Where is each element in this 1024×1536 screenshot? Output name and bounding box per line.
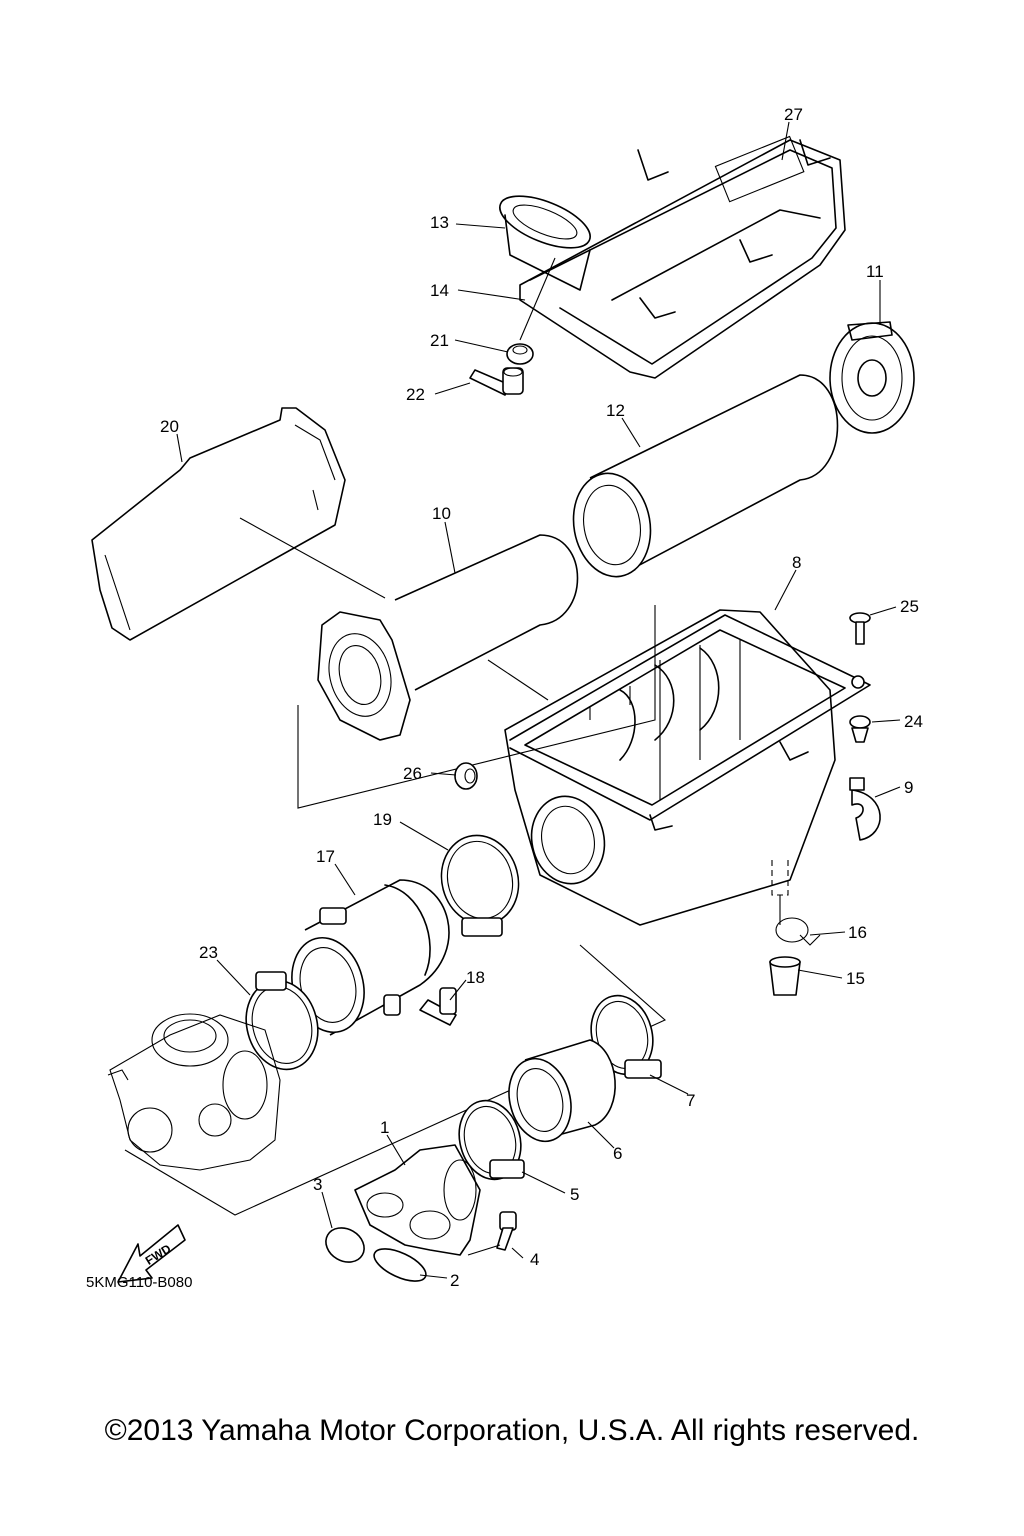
callout-2: 2 [450, 1271, 459, 1290]
carburetor-joint-1 [354, 1144, 481, 1256]
callout-15: 15 [846, 969, 865, 988]
callout-24: 24 [904, 712, 923, 731]
callout-21: 21 [430, 331, 449, 350]
case-outlet [530, 795, 606, 885]
callout-12: 12 [606, 401, 625, 420]
band-19 [440, 834, 520, 937]
grommet-21 [506, 343, 534, 365]
callout-27: 27 [784, 105, 803, 124]
callout-labels: 27 13 14 11 21 22 12 20 10 8 25 24 26 9 … [160, 105, 923, 1290]
callout-1: 1 [380, 1118, 389, 1137]
callout-11: 11 [866, 262, 884, 281]
element-cap-11 [829, 321, 915, 434]
callout-8: 8 [792, 553, 801, 572]
callout-16: 16 [848, 923, 867, 942]
callout-18: 18 [466, 968, 485, 987]
spring-16 [775, 917, 821, 946]
bolt-4 [496, 1211, 517, 1251]
side-shield-20 [91, 407, 346, 641]
cap-15 [769, 956, 801, 996]
band-5 [458, 1099, 525, 1181]
o-ring-2 [373, 1248, 427, 1282]
callout-19: 19 [373, 810, 392, 829]
callout-3: 3 [313, 1175, 322, 1194]
leader-lines [176, 121, 901, 1279]
callout-6: 6 [613, 1144, 622, 1163]
nut-24 [849, 715, 871, 743]
callout-7: 7 [686, 1091, 695, 1110]
callout-25: 25 [900, 597, 919, 616]
screw-25 [849, 612, 871, 645]
callout-20: 20 [160, 417, 179, 436]
callout-9: 9 [904, 778, 913, 797]
callout-13: 13 [430, 213, 449, 232]
inner-element-10 [317, 534, 579, 741]
intake-duct-13 [499, 195, 591, 291]
callout-10: 10 [432, 504, 451, 523]
callout-26: 26 [403, 764, 422, 783]
copyright-notice: ©2013 Yamaha Motor Corporation, U.S.A. A… [104, 1414, 920, 1447]
o-ring-3 [325, 1227, 365, 1263]
outer-element-12 [572, 374, 839, 578]
callout-23: 23 [199, 943, 218, 962]
drawing-code: 5KMG110-B080 [86, 1274, 193, 1291]
carburetor [107, 1013, 281, 1171]
joint-6 [508, 1039, 616, 1143]
band-23 [245, 971, 319, 1071]
airbox-lid [519, 135, 846, 379]
callout-17: 17 [316, 847, 335, 866]
fitting-22 [469, 367, 524, 396]
fitting-18 [419, 987, 457, 1026]
callout-22: 22 [406, 385, 425, 404]
callout-4: 4 [530, 1250, 539, 1269]
clip-9 [849, 777, 881, 841]
grommet-26 [454, 762, 478, 790]
callout-5: 5 [570, 1185, 579, 1204]
callout-14: 14 [430, 281, 449, 300]
